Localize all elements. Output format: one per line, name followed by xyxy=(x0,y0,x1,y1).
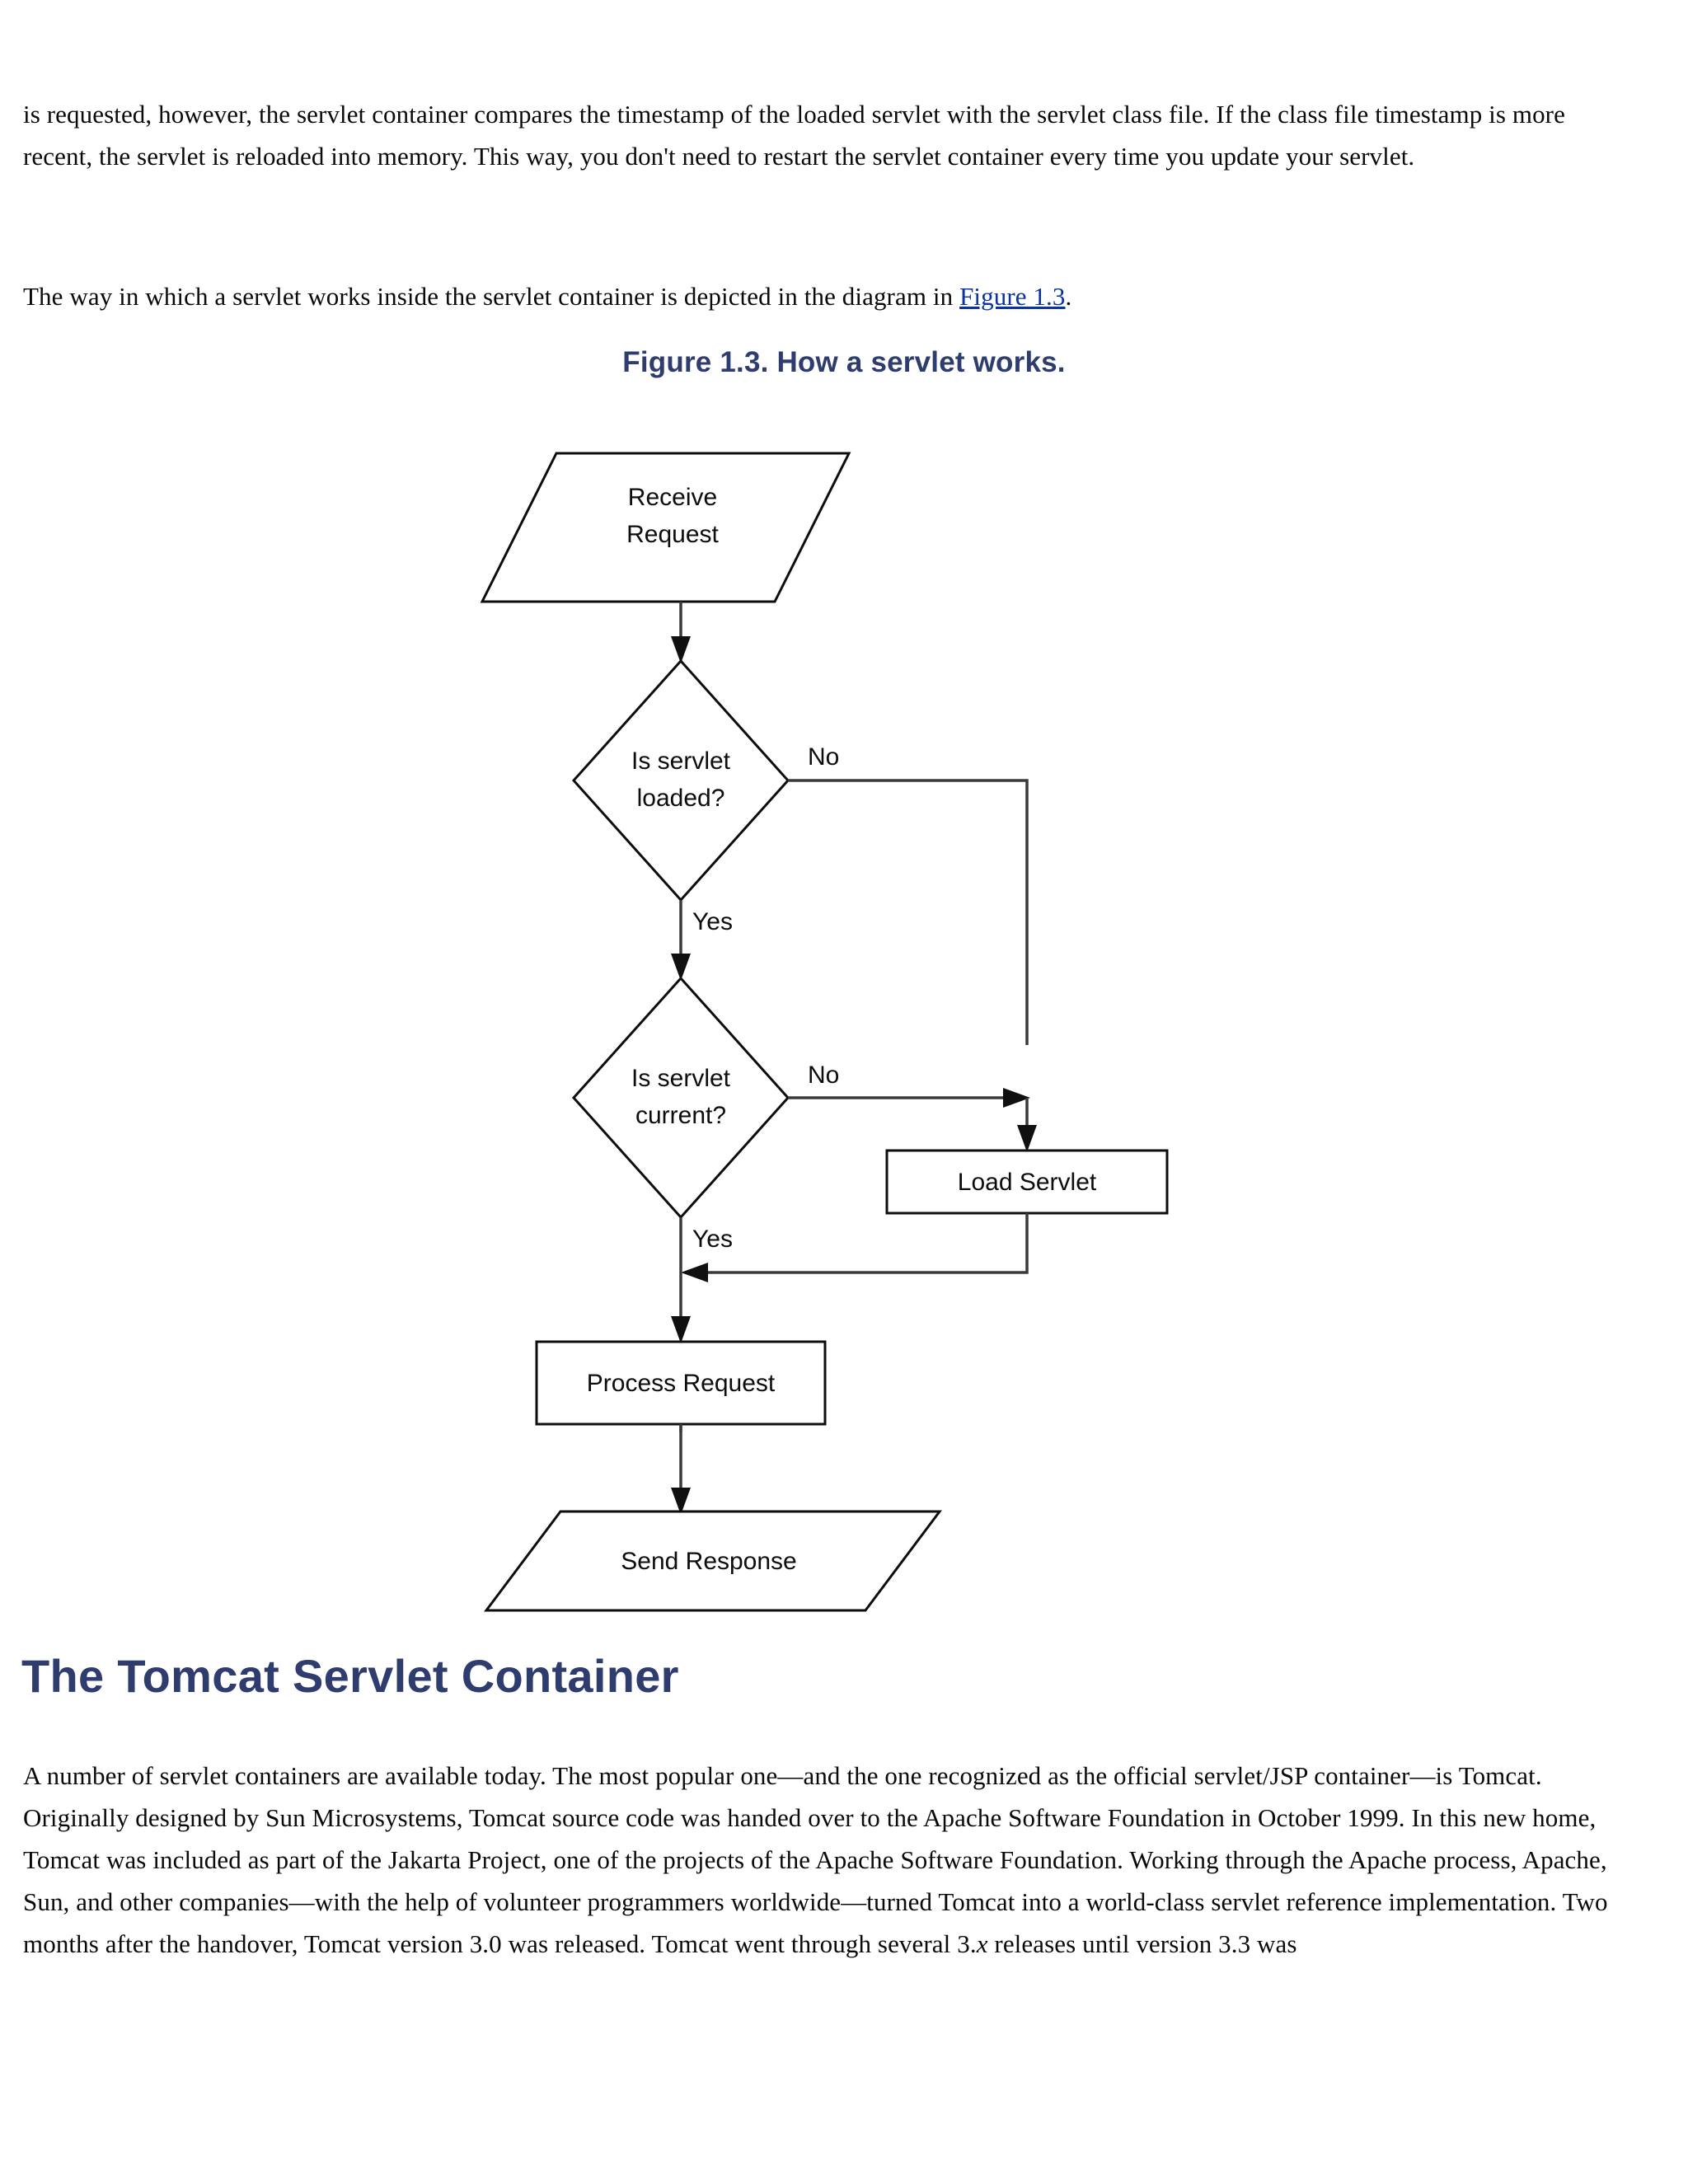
paragraph-tomcat-part2: releases until version 3.3 was xyxy=(987,1929,1297,1958)
node-load-servlet: Load Servlet xyxy=(885,1149,1169,1215)
edge-current-no: No xyxy=(788,1062,1030,1108)
figure-reference-suffix: . xyxy=(1065,282,1072,311)
edge-current-yes: Yes xyxy=(671,1217,733,1343)
paragraph-tomcat: A number of servlet containers are avail… xyxy=(23,1755,1639,1965)
node-receive-request: Receive Request xyxy=(480,452,851,603)
arrowhead-down-5 xyxy=(671,1488,691,1515)
receive-request-label-line1: Receive xyxy=(628,484,717,511)
edge-loaded-no: No xyxy=(788,743,1029,1045)
node-is-servlet-loaded: Is servlet loaded? xyxy=(571,658,790,902)
servlet-flowchart-diagram: Receive Request Is servlet loaded? No xyxy=(462,412,1203,1632)
paragraph-tomcat-part1: A number of servlet containers are avail… xyxy=(23,1761,1608,1958)
receive-request-shape xyxy=(480,452,851,603)
node-is-servlet-current: Is servlet current? xyxy=(571,976,790,1220)
edge-receive-to-loaded xyxy=(671,602,691,663)
edge-loadservlet-return-line xyxy=(696,1213,1029,1274)
arrowhead-down-1 xyxy=(671,636,691,663)
edge-label-loaded-no: No xyxy=(808,743,839,771)
paragraph-tomcat-italic-x: x xyxy=(976,1929,988,1958)
paragraph-intro: is requested, however, the servlet conta… xyxy=(23,100,1565,171)
edge-process-to-send xyxy=(671,1424,691,1515)
arrowhead-down-2 xyxy=(671,954,691,981)
edge-loaded-yes: Yes xyxy=(671,900,733,981)
edge-feed-to-load-servlet xyxy=(1017,1098,1037,1152)
arrowhead-left-1 xyxy=(681,1263,708,1282)
edge-label-current-yes: Yes xyxy=(692,1226,733,1253)
is-servlet-loaded-shape xyxy=(571,658,790,902)
edge-loaded-no-line xyxy=(788,779,1029,1045)
paragraph-figure-reference: The way in which a servlet works inside … xyxy=(23,275,1614,317)
figure-reference-prefix: The way in which a servlet works inside … xyxy=(23,282,960,311)
figure-1-3-link[interactable]: Figure 1.3 xyxy=(959,282,1066,311)
section-heading-tomcat-servlet-container: The Tomcat Servlet Container xyxy=(21,1650,679,1703)
send-response-label: Send Response xyxy=(621,1548,797,1575)
is-servlet-current-shape xyxy=(571,976,790,1220)
receive-request-label-line2: Request xyxy=(626,521,719,548)
node-process-request: Process Request xyxy=(535,1340,827,1426)
load-servlet-label: Load Servlet xyxy=(958,1169,1097,1196)
node-send-response: Send Response xyxy=(484,1510,942,1612)
edge-label-loaded-yes: Yes xyxy=(692,908,733,935)
arrowhead-down-4 xyxy=(671,1316,691,1343)
edge-label-current-no: No xyxy=(808,1062,839,1089)
figure-caption: Figure 1.3. How a servlet works. xyxy=(622,346,1066,378)
is-servlet-loaded-label-line1: Is servlet xyxy=(631,748,731,775)
is-servlet-current-label-line2: current? xyxy=(635,1102,726,1129)
process-request-shape xyxy=(535,1340,827,1426)
arrowhead-down-3 xyxy=(1017,1125,1037,1152)
edge-load-servlet-to-spine xyxy=(681,1213,1029,1282)
send-response-shape xyxy=(484,1510,942,1612)
process-request-label: Process Request xyxy=(587,1370,776,1397)
is-servlet-loaded-label-line2: loaded? xyxy=(637,785,725,812)
is-servlet-current-label-line1: Is servlet xyxy=(631,1065,731,1092)
arrowhead-right-1 xyxy=(1003,1088,1030,1108)
